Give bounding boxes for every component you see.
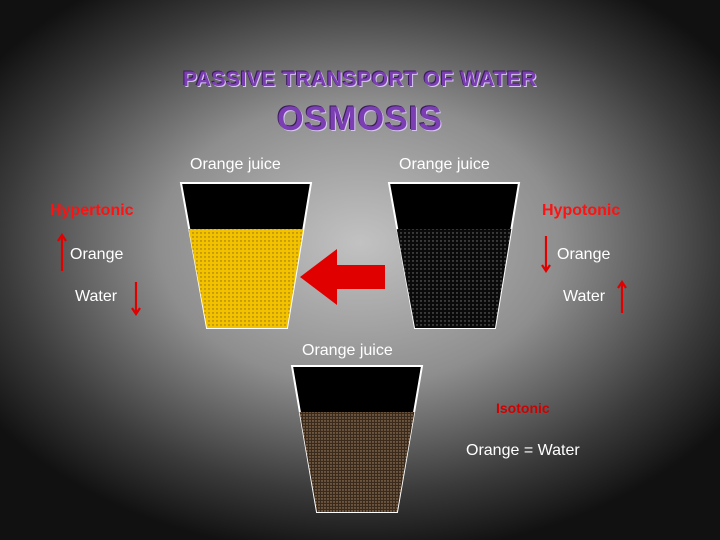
- hypotonic-orange-down-arrow-icon: [541, 236, 551, 273]
- isotonic-label: Isotonic: [496, 400, 550, 416]
- isotonic-cup: [290, 365, 424, 513]
- hypotonic-water-label: Water: [563, 288, 606, 305]
- hypertonic-label: Hypertonic: [50, 202, 134, 219]
- isotonic-cup-label: Orange juice: [302, 342, 393, 359]
- hypertonic-orange-up-arrow-icon: [57, 233, 67, 271]
- hypotonic-label: Hypotonic: [542, 202, 621, 219]
- slide-title: PASSIVE TRANSPORT OF WATER: [182, 68, 538, 91]
- hypotonic-cup-juice: [396, 229, 512, 328]
- hypertonic-orange-label: Orange: [70, 246, 124, 263]
- slide-subtitle: OSMOSIS: [277, 100, 443, 138]
- hypotonic-cup: [387, 182, 521, 329]
- hypertonic-cup: [179, 182, 313, 329]
- isotonic-cup-juice: [299, 412, 415, 512]
- hypotonic-water-up-arrow-icon: [617, 280, 627, 313]
- hypertonic-cup-juice: [188, 229, 304, 328]
- isotonic-equation: Orange = Water: [466, 442, 580, 459]
- hypotonic-cup-label: Orange juice: [399, 156, 490, 173]
- hypertonic-water-label: Water: [75, 288, 118, 305]
- hypotonic-orange-label: Orange: [557, 246, 611, 263]
- hypertonic-cup-label: Orange juice: [190, 156, 281, 173]
- water-flow-arrow-icon: [300, 249, 385, 305]
- hypertonic-water-down-arrow-icon: [131, 282, 141, 316]
